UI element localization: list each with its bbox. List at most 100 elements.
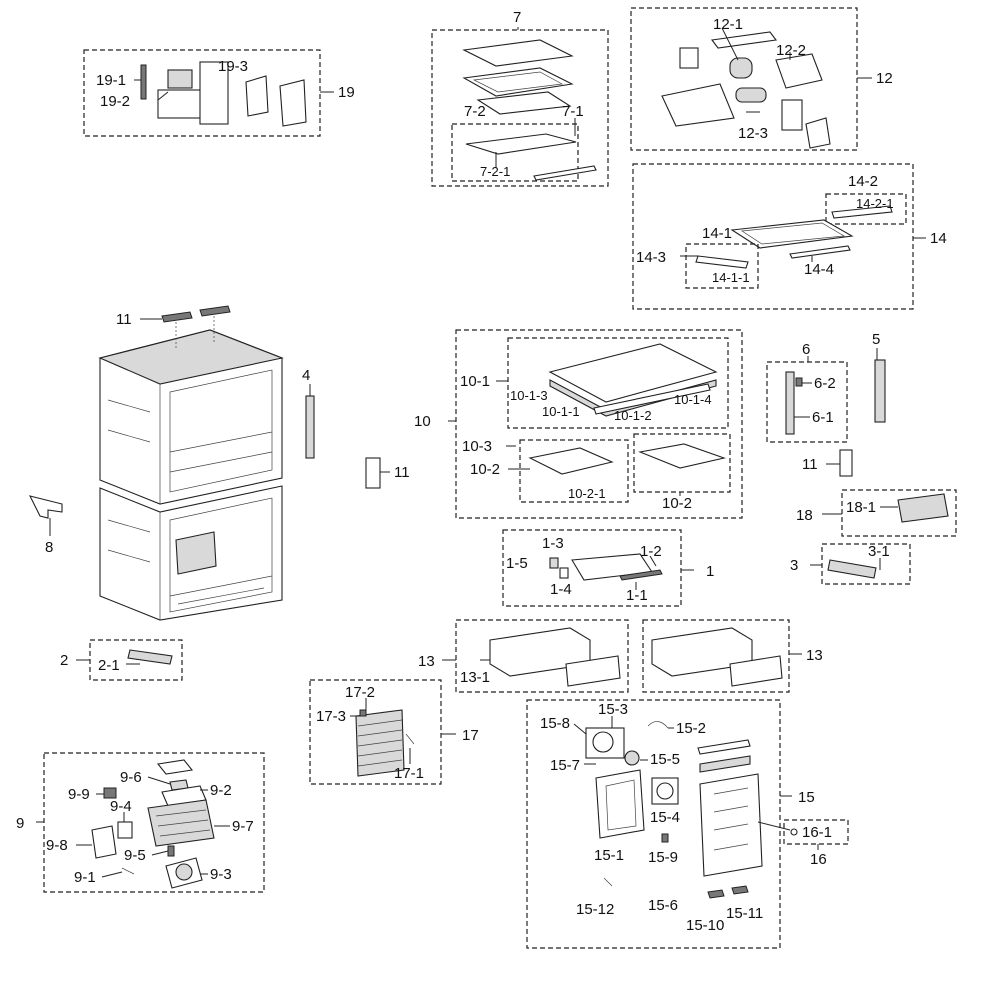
part-19-2 — [167, 69, 193, 89]
leader-1-2 — [649, 555, 657, 567]
label-13a: 13 — [418, 653, 435, 670]
label-12-2: 12-2 — [776, 42, 806, 59]
part-9-4 — [117, 821, 133, 839]
label-15-8: 15-8 — [540, 715, 570, 732]
part-12-1 — [729, 57, 753, 79]
part-9-7-ribs — [155, 809, 211, 837]
label-14-3: 14-3 — [636, 249, 666, 266]
label-13b: 13 — [806, 647, 823, 664]
group-18-box — [841, 489, 957, 537]
part-15-4-fan — [656, 782, 674, 800]
part-13b-front — [729, 655, 783, 687]
label-15-10: 15-10 — [686, 917, 724, 934]
group-14: 14-2 14-2-1 14-1 14-3 14-1-1 14-4 14 — [632, 163, 947, 310]
leader-9-5 — [151, 850, 169, 856]
part-14-4 — [789, 245, 851, 259]
part-15-10 — [707, 889, 725, 899]
part-10-2b — [638, 443, 726, 469]
label-11b: 11 — [394, 464, 410, 481]
part-7-frame-inner — [472, 71, 564, 93]
group-14-1-box — [685, 243, 759, 289]
label-15-11: 15-11 — [726, 905, 763, 922]
part-2 — [127, 649, 173, 665]
label-10-1-3: 10-1-3 — [510, 388, 548, 403]
group-13a: 13 13-1 — [418, 619, 629, 693]
label-10-3: 10-3 — [462, 438, 492, 455]
label-9-4: 9-4 — [110, 798, 132, 815]
part-11-side-a — [365, 457, 381, 489]
part-17-1 — [405, 733, 415, 745]
group-10-1-box — [507, 337, 729, 429]
part-7-2 — [465, 133, 577, 155]
label-10-2-1: 10-2-1 — [568, 486, 606, 501]
group-12: 12-1 12-2 12-3 12 — [630, 7, 893, 151]
part-12-cover — [805, 117, 831, 149]
label-14: 14 — [930, 230, 947, 247]
group-14-box — [632, 163, 914, 310]
cabinet-freezer-floor — [169, 575, 273, 605]
part-8 — [28, 495, 63, 519]
label-19-1: 19-1 — [96, 72, 126, 89]
part-12-board — [661, 83, 735, 127]
cabinet — [98, 329, 284, 621]
label-17-3: 17-3 — [316, 708, 346, 725]
label-14-1: 14-1 — [702, 225, 732, 242]
group-10-2b-box — [633, 433, 731, 493]
part-9-3-hub — [175, 863, 193, 881]
group-17: 17-2 17-3 17-1 17 — [309, 679, 479, 785]
label-5: 5 — [872, 331, 880, 348]
part-10-1-rail — [593, 383, 711, 415]
label-14-4: 14-4 — [804, 261, 834, 278]
part-12-block — [781, 99, 803, 131]
group-13b-box — [642, 619, 790, 693]
part-5 — [874, 359, 886, 423]
label-7-2: 7-2 — [464, 103, 486, 120]
label-3-1: 3-1 — [868, 543, 890, 560]
part-18-1 — [897, 493, 949, 523]
part-4 — [305, 395, 315, 459]
label-4: 4 — [302, 367, 310, 384]
part-19-cover-b — [279, 79, 307, 127]
part-12-switch — [679, 47, 699, 69]
part-14-1 — [695, 255, 749, 269]
part-7-rail — [533, 165, 597, 181]
part-1-1 — [619, 569, 663, 581]
group-19: 19-1 19-2 19-3 19 — [83, 49, 355, 137]
part-10-2a — [528, 447, 614, 475]
group-10: 10 10-1 10-1-3 10-1-1 10-1-2 10-1-4 10-3… — [414, 329, 743, 519]
label-19: 19 — [338, 84, 355, 101]
part-15-3-fan — [592, 731, 614, 753]
part-14-2 — [831, 205, 893, 219]
part-19-1 — [140, 64, 147, 100]
label-13-1: 13-1 — [460, 669, 490, 686]
label-2: 2 — [60, 652, 68, 669]
label-1: 1 — [706, 563, 714, 580]
cabinet-fridge-shelves — [169, 431, 273, 473]
group-7: 7 7-2 7-1 7-2-1 — [431, 9, 609, 187]
part-15-2 — [647, 721, 669, 729]
group-8: 8 — [28, 495, 63, 556]
label-6: 6 — [802, 341, 810, 358]
group-6: 6 6-2 6-1 — [766, 341, 848, 443]
group-1: 1 1-3 1-5 1-4 1-2 1-1 — [502, 529, 714, 607]
label-12-1: 12-1 — [713, 16, 743, 33]
label-17-2: 17-2 — [345, 684, 375, 701]
part-13a-front — [565, 655, 621, 687]
part-7-frame — [462, 67, 574, 97]
group-1-box — [502, 529, 682, 607]
label-9-9: 9-9 — [68, 786, 90, 803]
cabinet-top — [98, 329, 284, 385]
part-15-1 — [595, 769, 645, 839]
group-7-2-box — [451, 123, 579, 182]
group-6-box — [766, 361, 848, 443]
label-1-5: 1-5 — [506, 555, 528, 572]
group-5: 5 — [872, 331, 886, 423]
part-1-3 — [549, 557, 559, 569]
label-7: 7 — [513, 9, 521, 26]
part-15-11 — [731, 885, 749, 895]
label-15-7: 15-7 — [550, 757, 580, 774]
part-17-2 — [359, 709, 367, 717]
label-15-6: 15-6 — [648, 897, 678, 914]
